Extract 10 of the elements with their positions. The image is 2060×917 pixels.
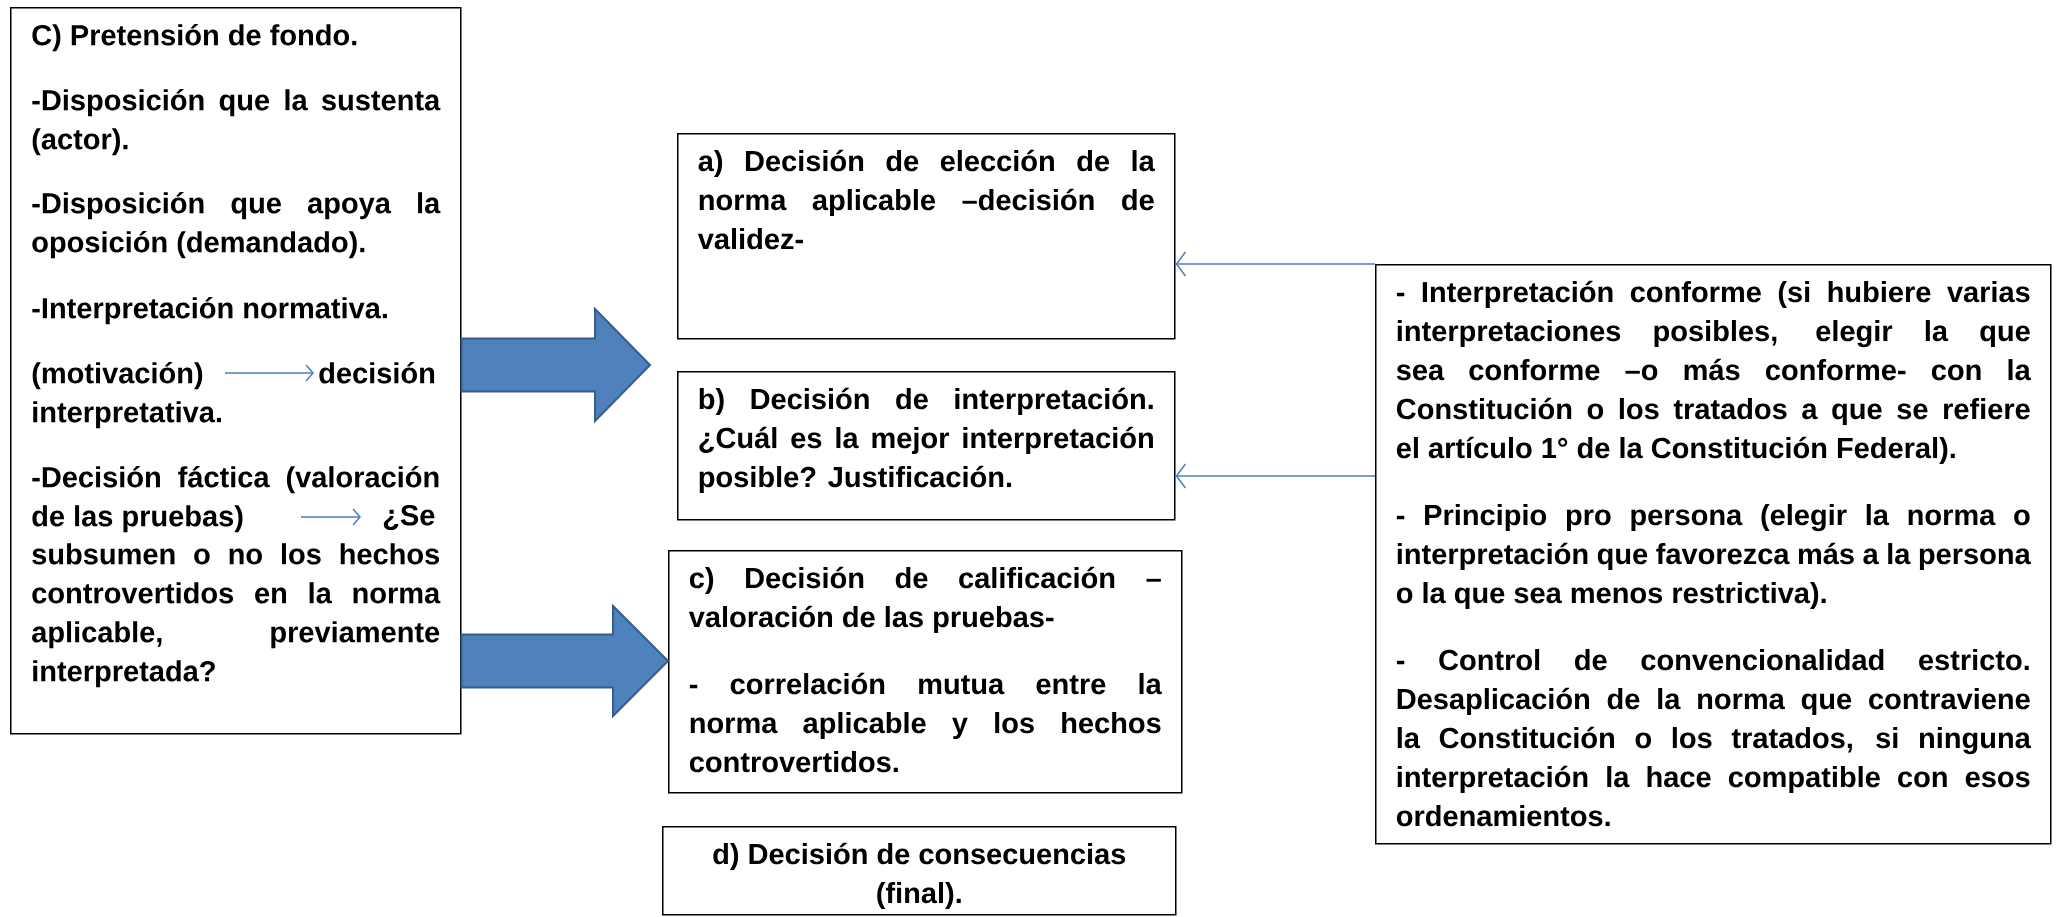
text-box: c) Decisión de calificación –valoración de las pruebas- - correlación mutua entre la norma aplicable y los hechos controvertidos. [668,550,1183,794]
text-box: a) Decisión de elección de la norma aplicable –decisión de validez- [677,133,1176,340]
text-box: C) Pretensión de fondo. -Disposición que la sustenta (actor). -Disposición que apoya la oposición (demandado). -Interpretación normativa. (motivación) decisión interpretativa. -Decisión fáctica (valoración de las pruebas) ¿Se subsumen o no los hechos controvertidos en la norma aplicable, previamente interpretada? [10,7,462,735]
text-box: b) Decisión de interpretación. ¿Cuál es la mejor interpretación posible? Justificación. [677,371,1176,521]
block-arrow [460,306,652,424]
text-box: d) Decisión de consecuencias (final). [662,826,1177,916]
text-box: - Interpretación conforme (si hubiere varias interpretaciones posibles, elegir la que sea conforme –o más conforme- con la Constitución o los tratados a que se refiere el artículo 1° de la Constitución Federal). - Principio pro persona (elegir la norma o interpretación que favorezca más a la persona o la que sea menos restrictiva). - Control de convencionalidad estricto. Desaplicación de la norma que contraviene la Constitución o los tratados, si ninguna interpretación la hace compatible con esos ordenamientos. [1375,264,2052,845]
arrow [1175,251,1376,277]
arrow [1175,463,1376,489]
block-arrow [460,603,670,719]
